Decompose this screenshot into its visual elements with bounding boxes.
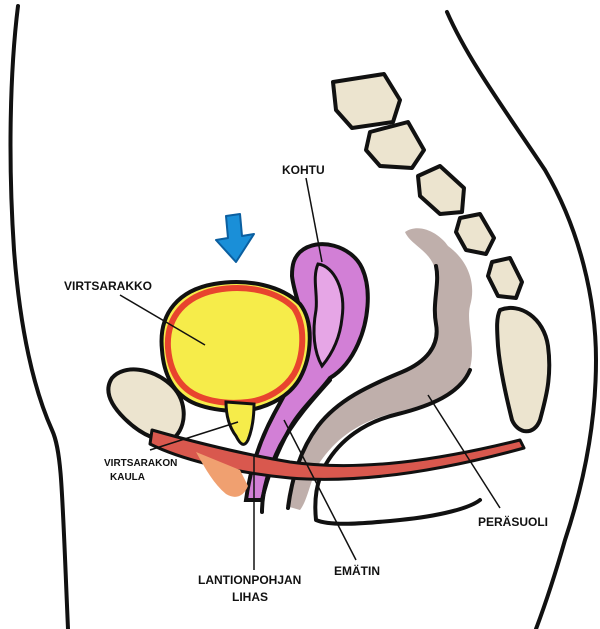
down-arrow-icon xyxy=(216,214,254,262)
vertebra xyxy=(488,258,522,298)
label-pelvic-floor-1: LANTIONPOHJAN xyxy=(198,573,301,587)
vertebra xyxy=(418,166,464,214)
label-bladder-neck-2: KAULA xyxy=(110,472,145,483)
body-outline-front xyxy=(11,6,68,629)
label-bladder-neck-1: VIRTSARAKON xyxy=(104,458,177,469)
vertebra xyxy=(333,74,400,128)
vertebra xyxy=(456,214,494,254)
label-bladder: VIRTSARAKKO xyxy=(64,279,152,293)
bladder-neck xyxy=(226,402,254,444)
vertebra xyxy=(497,308,549,431)
label-vagina: EMÄTIN xyxy=(334,563,380,578)
vertebra xyxy=(366,122,424,168)
label-pelvic-floor-2: LIHAS xyxy=(232,590,268,604)
label-rectum: PERÄSUOLI xyxy=(478,514,548,529)
label-uterus: KOHTU xyxy=(282,163,325,177)
